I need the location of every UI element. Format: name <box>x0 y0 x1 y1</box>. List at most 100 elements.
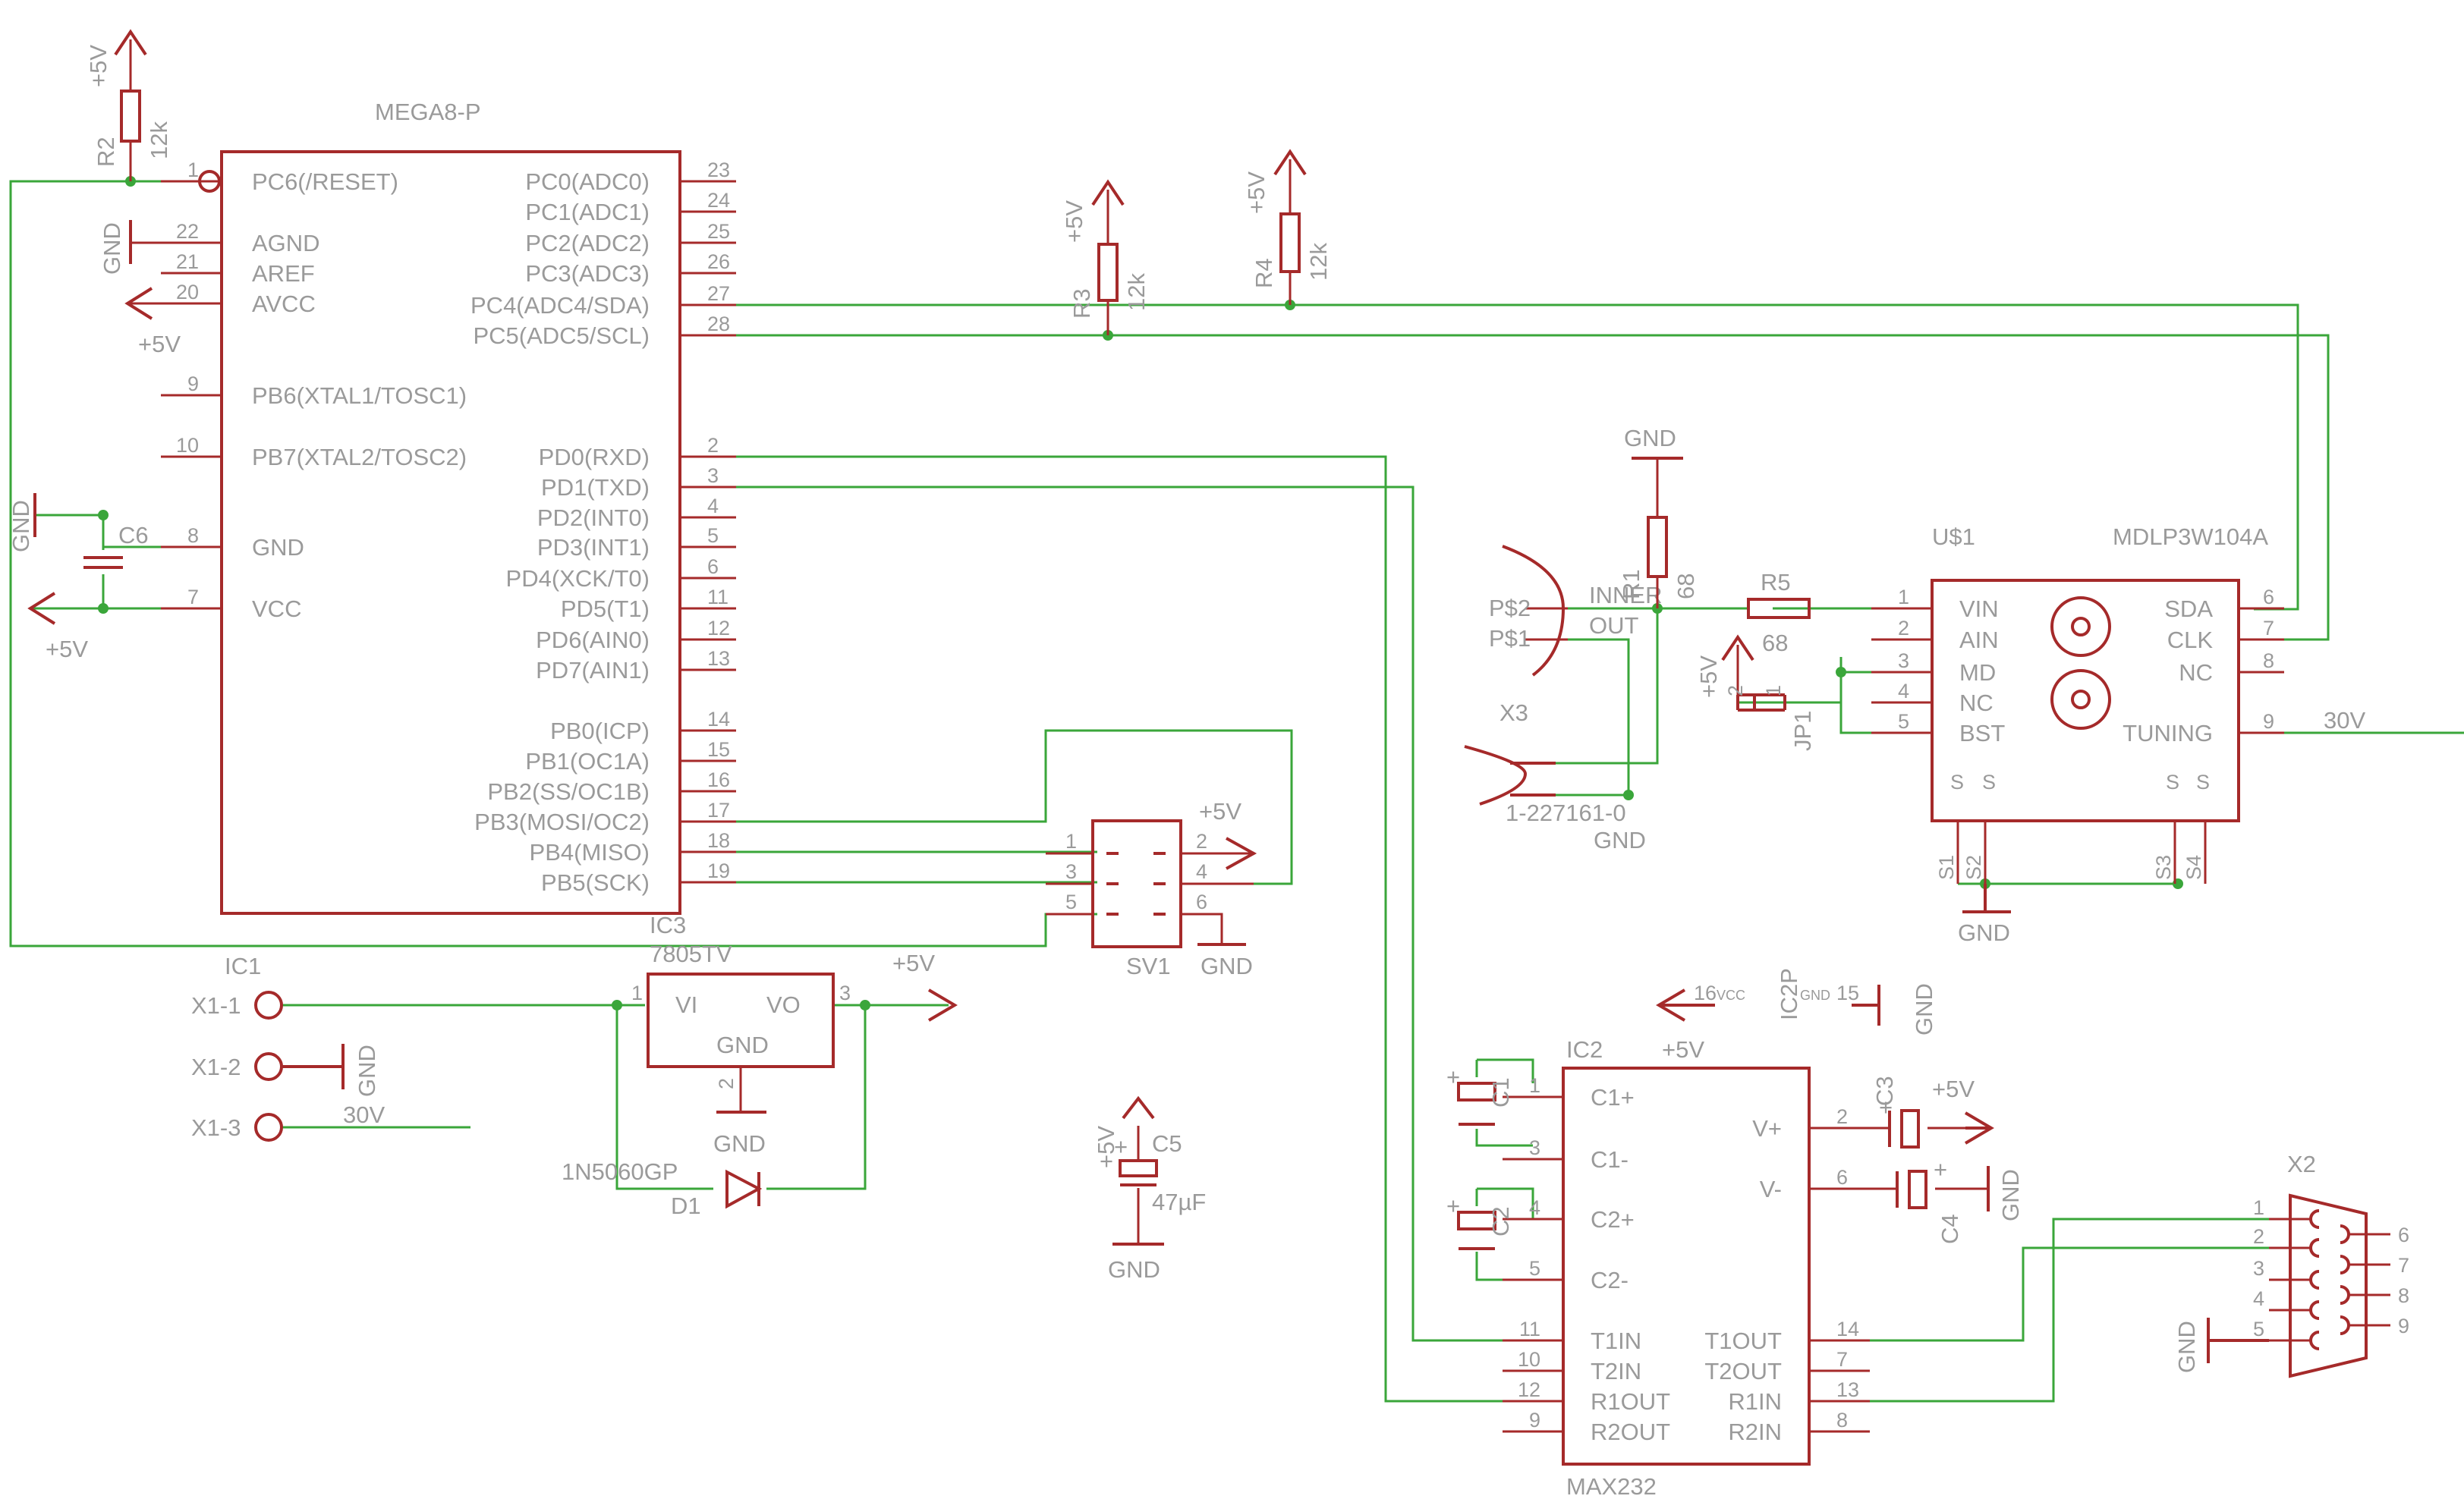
r1-ref: R1 <box>1618 569 1644 599</box>
terminal-ic1[interactable]: IC1 X1-1 X1-2 X1-3 GND 30V <box>191 953 385 1142</box>
mcu-right-num-25: 25 <box>707 220 730 243</box>
mcu-right-pins: 23PC0(ADC0)24PC1(ADC1)25PC2(ADC2)26PC3(A… <box>470 159 736 896</box>
mcu-right-num-12: 12 <box>707 617 730 640</box>
dsub-gnd-bar <box>2207 1318 2269 1363</box>
terminal-gnd-bar <box>281 1044 345 1089</box>
resistor-r5[interactable]: R5 68 <box>1747 569 1811 656</box>
avcc-vcc-label: +5V <box>138 331 181 357</box>
capacitor-c3[interactable]: + C3 +5V <box>1812 1076 1994 1149</box>
max-right-num-14: 14 <box>1836 1318 1859 1340</box>
ic2p-vcc: VCC <box>1717 988 1745 1003</box>
mcu-right-label-15: PB1(OC1A) <box>525 748 650 775</box>
max-right-label-6: V- <box>1760 1176 1782 1202</box>
capacitor-c6[interactable]: GND C6 +5V <box>8 493 149 662</box>
mcu-left-num-1: 1 <box>187 159 199 181</box>
c4-plus: + <box>1934 1156 1947 1183</box>
resistor-r1[interactable]: GND R1 68 <box>1618 425 1699 608</box>
jumper-pin2: 2 <box>1724 685 1747 696</box>
c4-ref: C4 <box>1937 1214 1963 1244</box>
header-gnd-label: GND <box>1201 953 1253 979</box>
dsub-socket-8 <box>2340 1285 2350 1305</box>
terminal-2 <box>254 1052 283 1081</box>
jack-ref: X3 <box>1499 699 1528 726</box>
dsub-socket-1 <box>2309 1209 2320 1229</box>
c5-plate-plus <box>1119 1159 1158 1177</box>
max232-ref: IC2 <box>1566 1036 1603 1063</box>
max-left-num-1: 1 <box>1529 1074 1540 1097</box>
module-left-num-1: 1 <box>1898 586 1909 608</box>
header-pin2: 2 <box>1196 830 1207 853</box>
r2-body <box>120 90 141 143</box>
max-left-num-10: 10 <box>1518 1348 1540 1371</box>
tuning-30v-label: 30V <box>2324 707 2365 734</box>
mcu-left-num-22: 22 <box>176 220 199 243</box>
header-sv1[interactable]: 1 2 3 4 5 6 SV1 +5V GND <box>1046 798 1257 979</box>
diode-body <box>725 1169 763 1209</box>
mcu-right-label-5: PD3(INT1) <box>537 534 650 561</box>
wire-jumper <box>1738 607 1912 734</box>
wire-diode <box>615 1005 867 1190</box>
module-knob-1 <box>2050 596 2111 657</box>
max232-vcc-label: +5V <box>1662 1036 1704 1063</box>
jack-x3[interactable]: P$2 P$1 INNER OUT X3 1-227161-0 GND <box>1464 545 1662 853</box>
capacitor-c1[interactable]: + C1 <box>1446 1064 1514 1126</box>
capacitor-c5[interactable]: +5V + C5 47µF GND <box>1093 1095 1206 1283</box>
dsub-num-7: 7 <box>2398 1254 2409 1277</box>
mcu-right-num-14: 14 <box>707 708 730 731</box>
module-left-label-3: MD <box>1959 659 1996 686</box>
regulator-pin3: 3 <box>839 982 851 1004</box>
header-pin1: 1 <box>1065 830 1077 853</box>
terminal-label-3: X1-3 <box>191 1114 241 1141</box>
mcu-left-label-7: VCC <box>252 596 301 622</box>
resistor-r3[interactable]: +5V R3 12k <box>1061 179 1150 335</box>
max-left-num-12: 12 <box>1518 1378 1540 1401</box>
c4-plate-plus <box>1908 1170 1927 1209</box>
header-vcc-label: +5V <box>1199 798 1241 825</box>
r4-ref: R4 <box>1251 258 1277 288</box>
mcu-left-label-20: AVCC <box>252 291 316 317</box>
dsub-ref: X2 <box>2287 1151 2316 1177</box>
jumper-jp1[interactable]: +5V 2 1 JP1 <box>1695 634 1816 751</box>
module-right-label-7: CLK <box>2167 627 2214 653</box>
max-right-num-2: 2 <box>1836 1105 1848 1128</box>
resistor-r2[interactable]: +5V R2 12k <box>85 29 172 181</box>
r3-vcc-arrow <box>1091 179 1125 206</box>
capacitor-c2[interactable]: + C2 <box>1446 1193 1514 1250</box>
max-left-label-12: R1OUT <box>1591 1388 1670 1415</box>
mcu-right-num-23: 23 <box>707 159 730 181</box>
dsub-socket-2 <box>2309 1238 2320 1258</box>
capacitor-c4[interactable]: + C4 GND <box>1812 1156 2024 1244</box>
mcu-right-num-27: 27 <box>707 282 730 305</box>
r4-vcc-label: +5V <box>1243 171 1270 214</box>
terminal-label-2: X1-2 <box>191 1054 241 1080</box>
terminal-3 <box>254 1113 283 1142</box>
header-pin3: 3 <box>1065 860 1077 883</box>
max-right-label-7: T2OUT <box>1704 1358 1782 1384</box>
c3-vcc-label: +5V <box>1932 1076 1975 1102</box>
resistor-r4[interactable]: +5V R4 12k <box>1243 149 1332 305</box>
regulator-7805[interactable]: IC3 7805TV VI VO GND 1 3 2 GND +5V <box>631 912 958 1157</box>
c5-vcc-arrow <box>1122 1095 1155 1120</box>
terminal-label-1: X1-1 <box>191 992 241 1019</box>
r2-value: 12k <box>146 121 172 159</box>
terminal-gnd-label: GND <box>354 1045 380 1097</box>
mcu-right-label-19: PB5(SCK) <box>541 869 650 896</box>
resistors: +5V R2 12k +5V R3 12k +5V R4 12k GND <box>85 29 1811 656</box>
diode-d1[interactable]: 1N5060GP D1 <box>562 1158 763 1219</box>
max-left-num-9: 9 <box>1529 1409 1540 1431</box>
module-s-text-1: S <box>1950 771 1964 793</box>
junction-jumper <box>1836 667 1846 677</box>
terminal-1 <box>254 991 283 1020</box>
module-body <box>1931 579 2240 822</box>
mcu-right-num-3: 3 <box>707 464 719 487</box>
module-knob-2-center <box>2071 690 2091 709</box>
dsub-socket-7 <box>2340 1255 2350 1274</box>
